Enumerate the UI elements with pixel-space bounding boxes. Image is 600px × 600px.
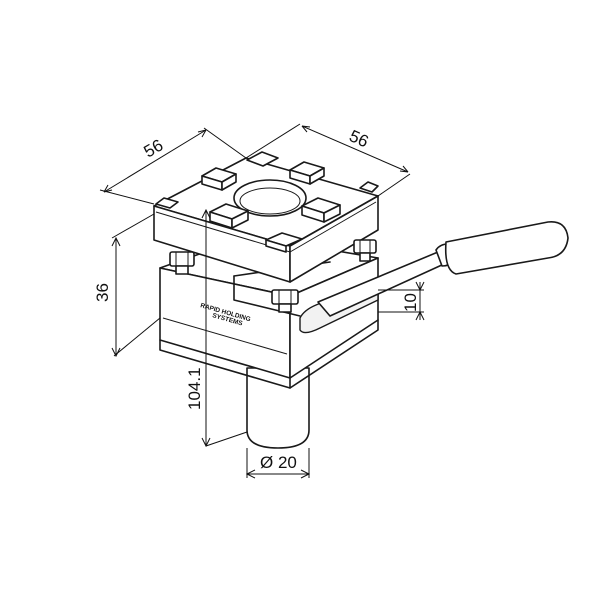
dimension-height: 36 (93, 213, 161, 358)
clamp-pad-top (246, 151, 279, 167)
clamp-pad-2 (289, 161, 325, 185)
clamp-pad-5 (265, 232, 303, 253)
dimension-total-height: 104.1 (185, 208, 248, 448)
nut-right (353, 239, 377, 262)
nut-front (271, 289, 299, 313)
dim-104-1: 104.1 (185, 367, 204, 410)
clamp-pad-1 (201, 167, 237, 191)
corner-pad-right (359, 181, 379, 193)
dimension-offset: 10 (378, 281, 425, 321)
dim-36: 36 (93, 283, 112, 302)
corner-pad-left (155, 197, 179, 209)
dim-56-right: 56 (346, 126, 371, 151)
clamp-pad-4 (301, 197, 341, 223)
clamp-pad-3 (209, 203, 249, 229)
center-bore (233, 179, 307, 217)
nuts (169, 239, 377, 313)
dim-10: 10 (401, 293, 420, 312)
shank (246, 367, 310, 449)
dim-diameter-20: Ø 20 (260, 453, 297, 472)
nut-left (169, 251, 195, 275)
dim-56-left: 56 (141, 136, 167, 162)
clamp-pads (155, 151, 379, 253)
handle (317, 221, 569, 317)
dimension-width-left: 56 (99, 127, 247, 205)
dimension-shank-diameter: Ø 20 (245, 448, 311, 479)
